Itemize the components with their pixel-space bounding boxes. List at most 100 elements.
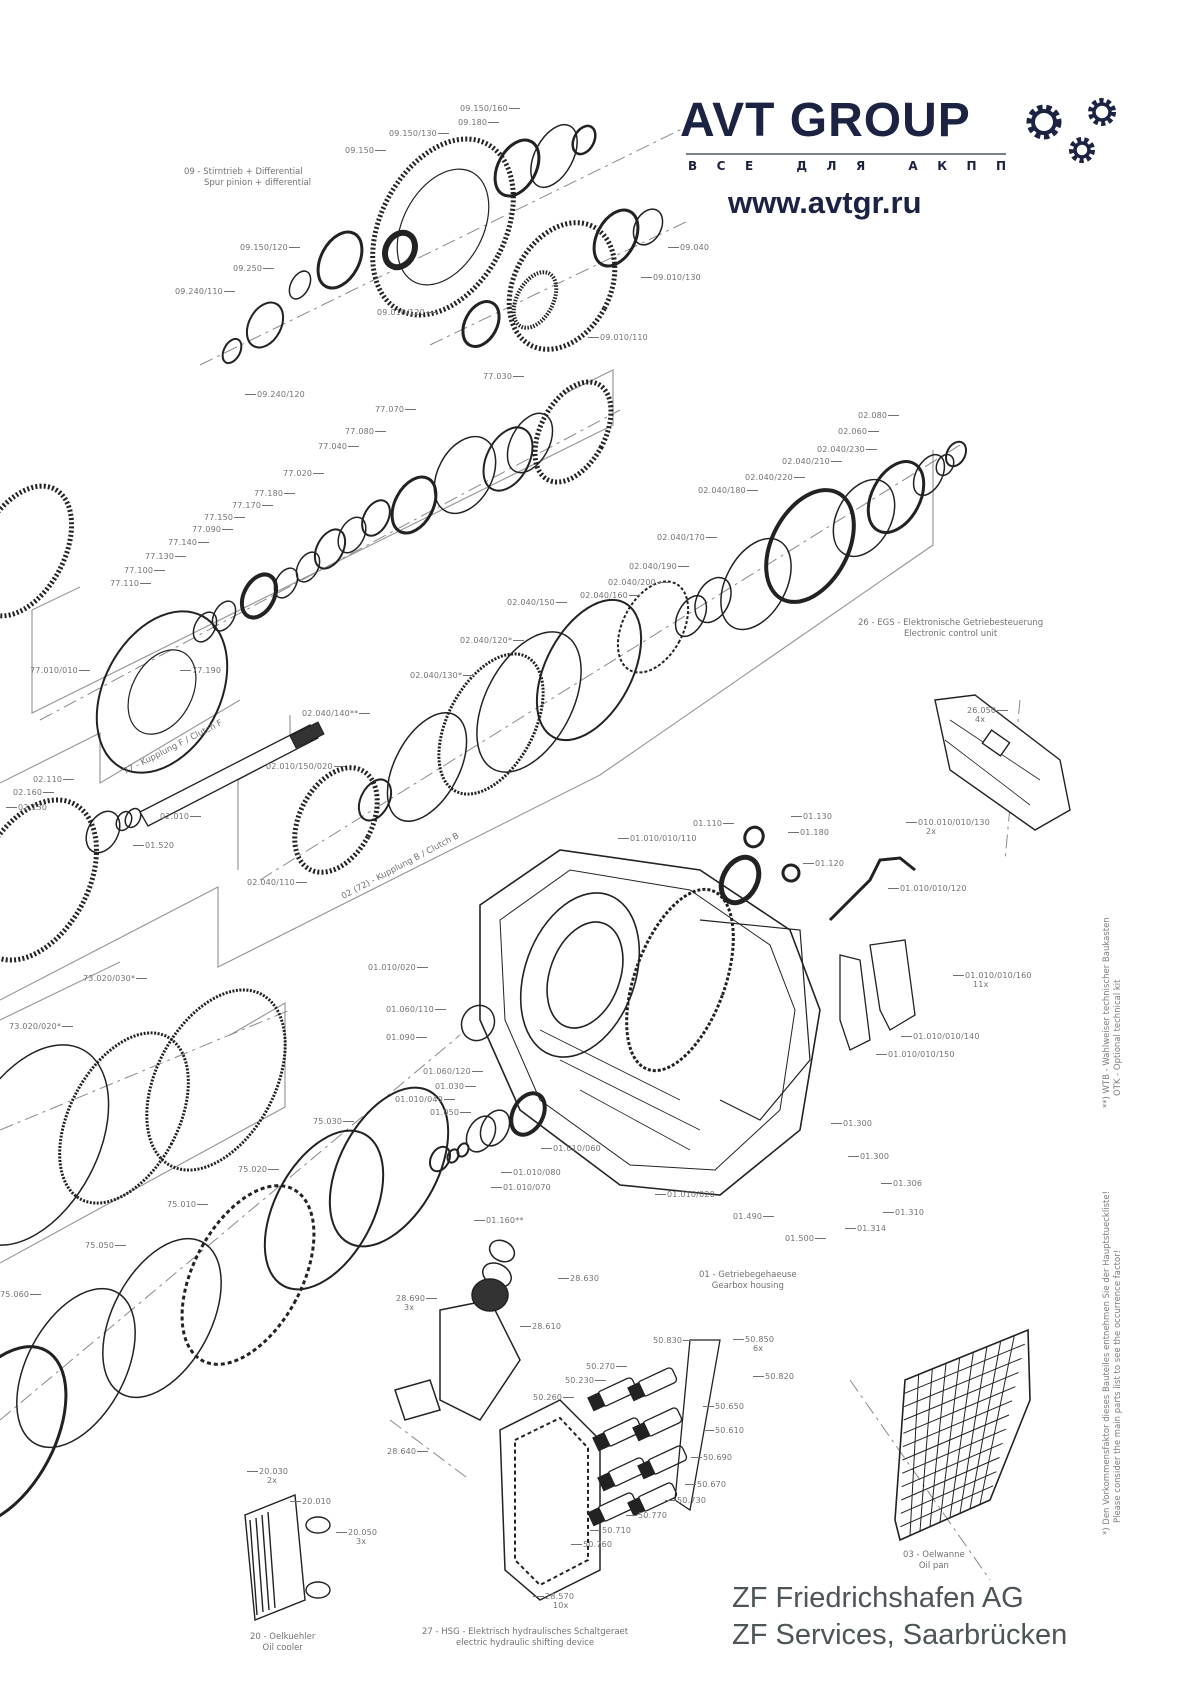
- part-number: 02.160: [13, 788, 43, 797]
- part-number: 01.010/010/110: [630, 834, 697, 843]
- leader-line: [288, 247, 300, 248]
- part-callout: 77.100: [124, 566, 166, 575]
- clutch-f-housing: [95, 610, 229, 774]
- leader-line: [626, 1515, 637, 1516]
- part-callout: 02.040/170: [657, 533, 717, 542]
- part-number: 02.040/210: [782, 457, 830, 466]
- oil-pipe: [828, 856, 916, 922]
- ring: [85, 810, 121, 854]
- part-number: 02.040/130*: [410, 671, 463, 680]
- leader-line: [571, 1544, 582, 1545]
- ring: [530, 123, 578, 189]
- leader-line: [405, 409, 417, 410]
- leader-line: [668, 247, 679, 248]
- part-quantity: 11x: [973, 980, 989, 989]
- part-callout: 09.010/120: [377, 308, 437, 317]
- gear-left-top: [0, 483, 75, 619]
- part-callout: 01.010/020: [655, 1190, 715, 1199]
- leader-line: [416, 1037, 428, 1038]
- solenoid-valve: [627, 1482, 678, 1517]
- part-number: 02.040/160: [580, 591, 628, 600]
- leader-line: [234, 517, 246, 518]
- part-callout: 73.020/020*: [9, 1022, 74, 1031]
- electronic-control-unit: [934, 694, 1071, 831]
- leader-line: [417, 1451, 429, 1452]
- note-factor-line2: Please consider the main parts list to s…: [1113, 1249, 1123, 1523]
- part-number: 50.820: [765, 1372, 795, 1381]
- part-number: 50.710: [602, 1526, 632, 1535]
- leader-line: [746, 490, 758, 491]
- part-number: 09.150/130: [389, 129, 437, 138]
- part-callout: 02.060: [838, 427, 880, 436]
- part-number: 77.110: [110, 579, 140, 588]
- logo-url[interactable]: www.avtgr.ru: [728, 185, 922, 220]
- ring: [479, 1109, 511, 1147]
- part-callout: 50.270: [586, 1362, 628, 1371]
- part-callout: 09.150/130: [389, 129, 449, 138]
- leader-line: [180, 670, 191, 671]
- note-factor-line1: *) Den Vorkommensfaktor dieses Bauteiles…: [1102, 1191, 1112, 1535]
- input-shaft: [139, 721, 325, 827]
- part-number: 01.314: [857, 1224, 887, 1233]
- logo-title: AVT GROUP: [680, 94, 971, 147]
- part-callout: 28.640: [387, 1447, 429, 1456]
- leader-line: [136, 978, 148, 979]
- ring: [694, 576, 732, 624]
- ring: [192, 611, 218, 643]
- logo-subtitle: ВСЕ ДЛЯ АКПП: [688, 159, 1026, 173]
- part-number: 09.150: [345, 146, 375, 155]
- part-callout: 73.020/030*: [83, 974, 148, 983]
- part-callout: 50.760: [571, 1540, 612, 1549]
- frame-clutch-f: [31, 586, 81, 611]
- part-number: 01.010/010/160: [965, 971, 1032, 980]
- leader-line: [533, 1596, 544, 1597]
- part-callout: 77.130: [145, 552, 187, 561]
- leader-line: [290, 1501, 301, 1502]
- part-quantity: 3x: [404, 1303, 415, 1312]
- part-number: 02.010: [160, 812, 190, 821]
- leader-line: [471, 1071, 483, 1072]
- part-number: 01.306: [893, 1179, 923, 1188]
- section-01-caption: 01 - Getriebegehaeuse Gearbox housing: [699, 1270, 797, 1292]
- clutch-plate: [145, 988, 287, 1172]
- part-callout: 01.300: [831, 1119, 872, 1128]
- part-callout: 02.110: [33, 775, 75, 784]
- part-callout: 02.010: [160, 812, 202, 821]
- ring: [124, 807, 142, 829]
- section-26-en: Electronic control unit: [903, 629, 998, 639]
- part-callout: 02.040/200: [608, 578, 668, 587]
- part-number: 20.050: [348, 1528, 378, 1537]
- part-number: 09.040: [680, 243, 710, 252]
- part-callout: 09.240/110: [175, 287, 235, 296]
- note-wtb-line2: OTK - Optional technical kit: [1113, 979, 1123, 1096]
- part-number: 01.110: [693, 819, 723, 828]
- ring: [221, 337, 243, 365]
- bushing-01-060: [460, 1004, 496, 1042]
- ring: [506, 412, 554, 474]
- clutch-plate: [0, 1044, 110, 1246]
- part-callout: 50.820: [753, 1372, 795, 1381]
- part-number: 09.010/120: [377, 308, 425, 317]
- leader-line: [830, 461, 842, 462]
- part-callout: 75.060: [0, 1290, 42, 1299]
- part-callout: 09.010/110: [588, 333, 648, 342]
- part-callout: 50.690: [691, 1453, 732, 1462]
- leader-line: [508, 108, 520, 109]
- part-callout: 02.040/110: [247, 878, 307, 887]
- part-number: 28.570: [545, 1592, 575, 1601]
- part-number: 01.160**: [486, 1216, 524, 1225]
- part-callout: 01.010/010/140: [901, 1032, 980, 1041]
- section-09-de: 09 - Stirntrieb + Differential: [184, 167, 303, 177]
- ring: [720, 537, 792, 631]
- frame-clutch-73-right: [0, 1001, 286, 1264]
- part-number: 73.020/030*: [83, 974, 136, 983]
- ring: [390, 475, 438, 535]
- leader-line: [425, 312, 437, 313]
- part-callout: 50.260: [533, 1393, 575, 1402]
- ring-75-030: [328, 1086, 450, 1248]
- leader-line: [30, 1294, 42, 1295]
- part-callout: 01.500: [785, 1234, 827, 1243]
- frame-clutch-f-bottom: [31, 369, 614, 714]
- part-callout: 02.040/130*: [410, 671, 475, 680]
